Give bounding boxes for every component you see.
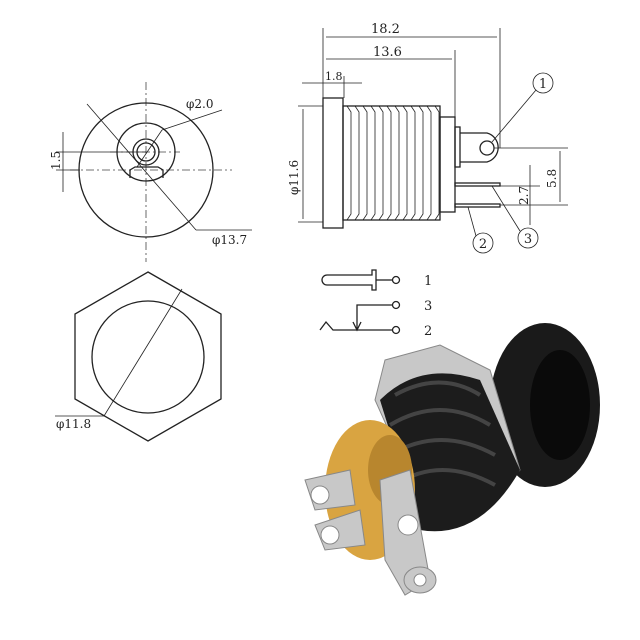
thread-line xyxy=(378,105,384,221)
callout-2 xyxy=(472,232,494,254)
overall-length-label: 18.2 xyxy=(371,22,400,37)
legend-pin-3: 3 xyxy=(424,299,432,314)
thread-line xyxy=(346,105,352,221)
body-diameter-label: φ11.6 xyxy=(287,160,301,195)
pin-diameter-label: φ2.0 xyxy=(186,97,214,111)
thread-line xyxy=(426,105,432,221)
thread-line xyxy=(394,105,400,221)
flange xyxy=(322,97,344,229)
thread-line xyxy=(402,105,408,221)
threaded-body xyxy=(342,105,441,221)
thread-line xyxy=(418,105,424,221)
thread-line xyxy=(362,105,368,221)
outer-diameter-label: φ13.7 xyxy=(212,233,247,247)
thread-line xyxy=(386,105,392,221)
thread-line xyxy=(370,105,376,221)
thread-diameter-label: φ11.8 xyxy=(56,417,91,431)
thread-line xyxy=(410,105,416,221)
pin-spacing-a-label: 2.7 xyxy=(517,186,531,205)
pin-legend: 1 3 2 xyxy=(319,269,432,339)
flange-thickness-label: 1.8 xyxy=(325,70,343,83)
callout-3-label: 3 xyxy=(524,232,532,247)
body-length-label: 13.6 xyxy=(373,45,402,60)
thread-circle xyxy=(91,300,205,414)
pin-spacing-b-label: 5.8 xyxy=(545,169,559,188)
callout-3 xyxy=(517,227,539,249)
offset-label: 1.5 xyxy=(49,151,63,170)
callout-1 xyxy=(532,72,554,94)
side-view: 18.2 13.6 1.8 φ11.6 5.8 2.7 1 2 3 xyxy=(287,22,568,254)
legend-pin-1: 1 xyxy=(424,274,432,289)
thread-line xyxy=(434,105,440,221)
legend-pin-2: 2 xyxy=(424,324,432,339)
hex-view: φ11.8 xyxy=(55,271,222,442)
product-photo xyxy=(304,323,600,596)
front-view: φ2.0 1.5 φ13.7 xyxy=(49,82,252,262)
hex-nut xyxy=(74,271,222,442)
thread-line xyxy=(354,105,360,221)
callout-2-label: 2 xyxy=(479,237,487,252)
callout-1-label: 1 xyxy=(539,77,547,92)
